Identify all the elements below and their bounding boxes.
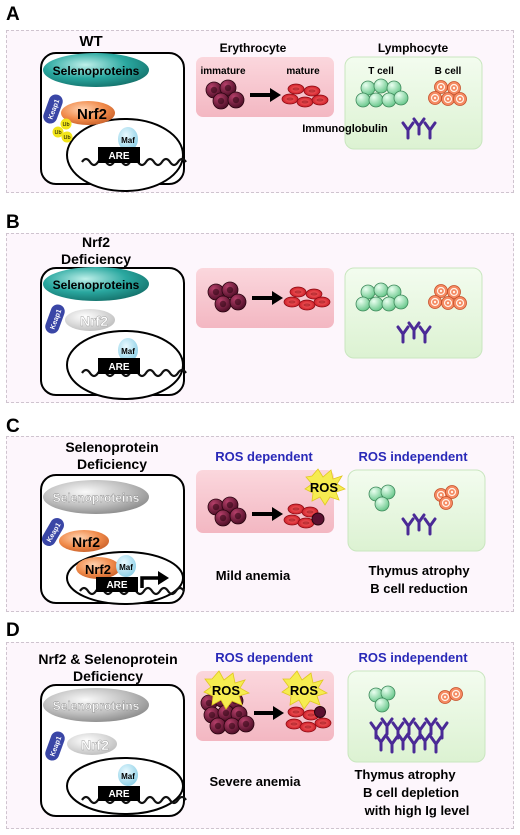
maf-label: Maf (119, 563, 133, 572)
selenoproteins-label-deficient: Selenoproteins (53, 491, 140, 505)
nrf2-label: Nrf2 (72, 534, 100, 550)
maf-label: Maf (121, 772, 135, 781)
lymphocyte-box (344, 267, 483, 359)
erythrocyte-header: Erythrocyte (220, 41, 287, 55)
ros-dependent-label: ROS dependent (215, 650, 313, 665)
ros-label-1: ROS (212, 683, 241, 698)
damaged-cell (314, 706, 326, 718)
outcome-mild-anemia: Mild anemia (216, 568, 291, 583)
maf-label: Maf (121, 347, 135, 356)
damaged-cell (311, 512, 325, 526)
outcome-thymus-atrophy: Thymus atrophy (354, 767, 456, 782)
panel-a-content: WT Selenoproteins Nrf2 Keap1 Ub Ub Ub Ma… (40, 33, 483, 192)
damaged-mature-cells (285, 706, 332, 733)
nrf2-label-deficient: Nrf2 (80, 313, 108, 329)
keap1-shape (45, 731, 65, 761)
are-label: ARE (108, 362, 129, 373)
outcome-severe-anemia: Severe anemia (209, 774, 301, 789)
ros-independent-label: ROS independent (358, 449, 468, 464)
nrf2-blob (61, 101, 115, 125)
ros-label-2: ROS (290, 683, 319, 698)
lymphocyte-box (347, 469, 486, 552)
ub-label-3: Ub (63, 135, 70, 141)
immature-label: immature (200, 66, 245, 77)
outcome-bcell-reduction: B cell reduction (370, 581, 468, 596)
ros-burst-2 (281, 670, 329, 710)
panel-d-content: Nrf2 & Selenoprotein Deficiency Selenopr… (38, 650, 486, 818)
selenoproteins-blob (43, 53, 149, 87)
nrf2-blob-deficient (67, 733, 117, 755)
panel-letter-b: B (6, 212, 20, 233)
maf-blob (118, 764, 138, 786)
selenoproteins-label: Selenoproteins (53, 278, 140, 292)
panel-d-title-1: Nrf2 & Selenoprotein (38, 651, 177, 667)
ros-label: ROS (310, 480, 339, 495)
transcription-arrow (140, 576, 160, 588)
selenoproteins-blob-deficient (43, 480, 149, 514)
outcome-bcell-depletion: B cell depletion (363, 785, 459, 800)
selenoproteins-label: Selenoproteins (53, 64, 140, 78)
keap1-shape (42, 518, 64, 546)
bcell-label: B cell (435, 66, 462, 77)
are-label: ARE (108, 151, 129, 162)
outcome-high-ig: with high Ig level (364, 803, 470, 818)
panel-a-title: WT (79, 33, 102, 50)
nrf2-label: Nrf2 (77, 106, 107, 123)
panel-b-content: Nrf2 Deficiency Selenoproteins Nrf2 Keap… (40, 234, 483, 400)
nrf2-blob-deficient (65, 309, 115, 331)
selenoproteins-label-deficient: Selenoproteins (53, 699, 140, 713)
maf-label: Maf (121, 136, 135, 145)
panel-d-title-2: Deficiency (73, 668, 143, 684)
are-box (98, 147, 140, 163)
are-box (98, 786, 140, 801)
nrf2-blob (59, 530, 109, 552)
damaged-mature-cells (283, 503, 325, 529)
are-box (96, 577, 138, 592)
panel-b-title-2: Deficiency (61, 251, 131, 267)
maf-blob (116, 555, 136, 577)
selenoproteins-blob-deficient (43, 688, 149, 722)
keap1-shape (43, 94, 63, 124)
ros-independent-label: ROS independent (358, 650, 468, 665)
nrf2-nuclear-label: Nrf2 (85, 562, 111, 577)
maf-blob (118, 127, 138, 151)
ub-label-2: Ub (54, 130, 61, 136)
ros-dependent-label: ROS dependent (215, 449, 313, 464)
ub-label-1: Ub (62, 122, 69, 128)
ub-dot-1 (60, 118, 72, 130)
lymphocyte-header: Lymphocyte (378, 41, 449, 55)
are-label: ARE (108, 789, 129, 800)
panel-c-title-2: Deficiency (77, 456, 147, 472)
ros-burst (304, 468, 346, 506)
maf-blob (118, 338, 138, 362)
keap1-shape (45, 304, 65, 334)
are-box (98, 358, 140, 374)
ros-burst-1 (203, 670, 251, 710)
selenoproteins-blob (43, 267, 149, 301)
nrf2-nuclear-blob (76, 557, 120, 579)
panel-letter-c: C (6, 416, 20, 437)
outcome-thymus-atrophy: Thymus atrophy (368, 563, 470, 578)
are-label: ARE (106, 580, 127, 591)
panel-letter-a: A (6, 4, 20, 25)
panel-b-title-1: Nrf2 (82, 234, 110, 250)
immunoglobulin-label: Immunoglobulin (302, 123, 388, 135)
ub-dot-3 (61, 131, 73, 143)
panel-c-content: Selenoprotein Deficiency Selenoproteins … (40, 439, 486, 605)
nrf2-label-deficient: Nrf2 (81, 737, 109, 753)
mature-label: mature (286, 66, 320, 77)
panel-letter-d: D (6, 620, 20, 641)
lymphocyte-box (347, 670, 486, 763)
tcell-label: T cell (368, 66, 394, 77)
panel-c-title-1: Selenoprotein (65, 439, 158, 455)
ub-dot-2 (52, 126, 64, 138)
